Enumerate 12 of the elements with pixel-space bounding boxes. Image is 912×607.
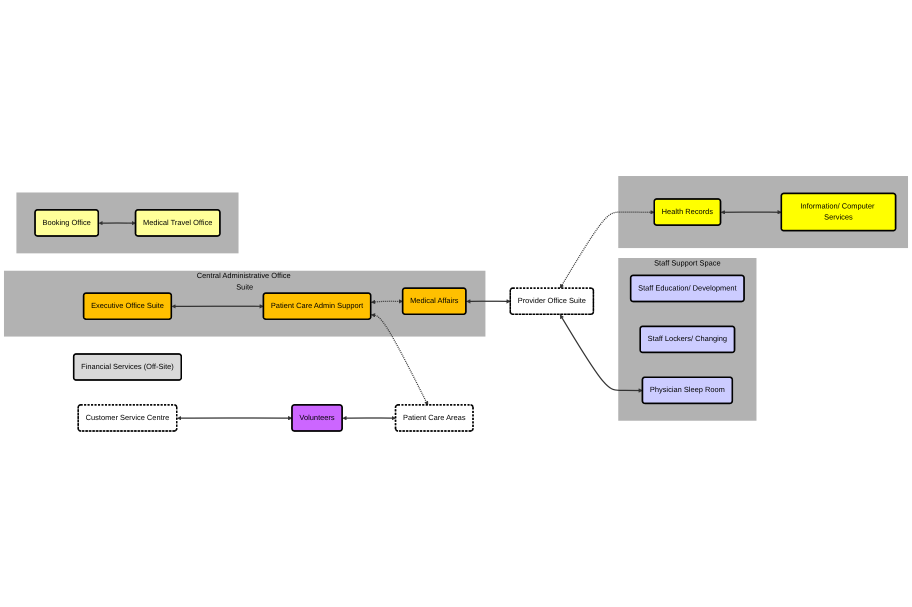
arrow <box>172 304 264 309</box>
arrow <box>98 220 136 226</box>
arrow <box>370 299 404 304</box>
arrow <box>466 299 511 304</box>
arrow <box>342 416 396 420</box>
arrow <box>370 313 428 406</box>
arrow <box>560 210 655 288</box>
cluster <box>618 176 908 248</box>
arrow <box>560 314 643 393</box>
arrow <box>720 210 782 214</box>
arrow <box>177 416 292 420</box>
cluster <box>16 192 239 254</box>
